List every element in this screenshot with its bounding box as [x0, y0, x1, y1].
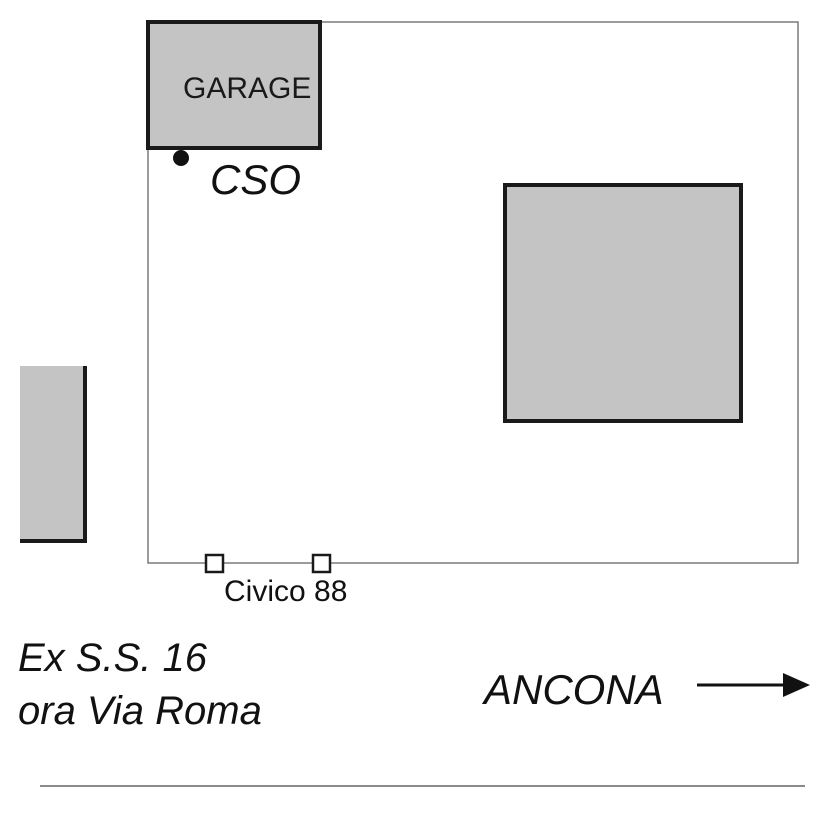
- road-name-line1: Ex S.S. 16: [18, 636, 208, 680]
- civico-label: Civico 88: [224, 575, 347, 608]
- road-name-line2: ora Via Roma: [18, 689, 262, 733]
- gate-marker-right-icon: [311, 553, 332, 574]
- arrow-right-icon: [783, 673, 810, 697]
- gate-marker-left-icon: [204, 553, 225, 574]
- direction-label: ANCONA: [481, 666, 664, 713]
- cso-marker-icon: [173, 150, 189, 166]
- neighbor-building-fill: [20, 366, 85, 541]
- property-lot-outline: [147, 21, 799, 564]
- garage-building: [146, 20, 322, 150]
- garage-label: GARAGE: [183, 72, 311, 105]
- cso-label: CSO: [210, 156, 301, 203]
- main-building: [503, 183, 743, 423]
